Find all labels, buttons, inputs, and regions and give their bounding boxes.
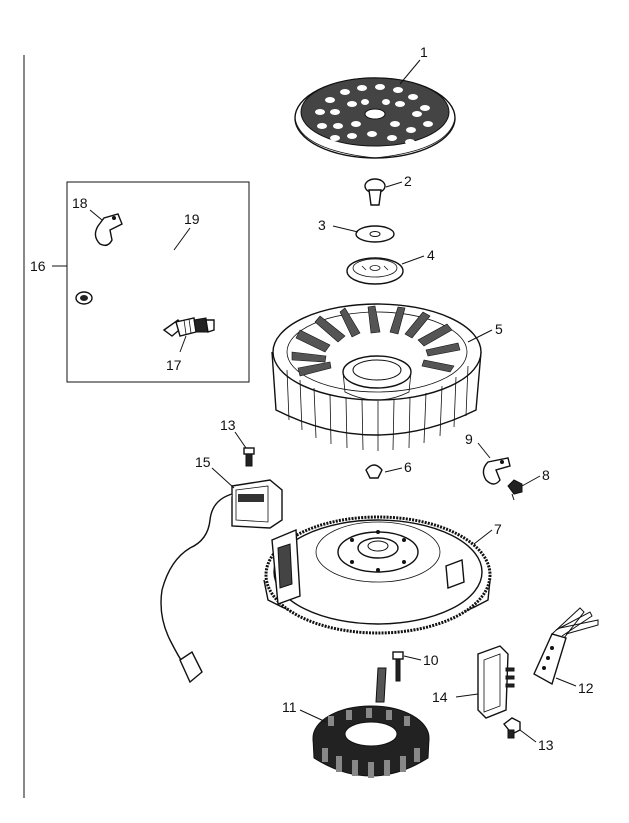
label-13b: 13 [538, 737, 554, 753]
part-17-spark-plug [162, 317, 215, 337]
label-11: 11 [282, 699, 297, 715]
part-9-clamp [482, 457, 511, 485]
leader-13a [234, 431, 247, 449]
leader-8 [521, 475, 541, 487]
part-6-key [365, 464, 383, 479]
label-9: 9 [465, 431, 473, 447]
leader-10 [403, 655, 422, 661]
part-8-screw [507, 479, 523, 501]
label-18: 18 [72, 195, 88, 211]
leader-6 [384, 467, 403, 473]
leader-7 [473, 529, 493, 545]
label-8: 8 [542, 467, 550, 483]
label-6: 6 [404, 459, 412, 475]
leader-14 [455, 693, 479, 698]
label-19: 19 [184, 211, 200, 227]
label-4: 4 [427, 247, 435, 263]
label-3: 3 [318, 217, 326, 233]
label-1: 1 [420, 44, 428, 60]
label-2: 2 [404, 173, 412, 189]
part-1-screen [294, 77, 456, 159]
part-2-rivet [364, 178, 386, 206]
leader-3 [332, 225, 359, 233]
part-11-stator [312, 667, 430, 778]
label-15: 15 [195, 454, 211, 470]
part-18-clip [94, 213, 123, 247]
leader-17 [179, 335, 187, 353]
part-13-screw-lower [503, 717, 521, 739]
leader-2 [385, 181, 403, 188]
part-12-connector [533, 607, 599, 686]
part-3-washer [355, 225, 395, 243]
leader-11 [299, 709, 327, 723]
label-12: 12 [578, 680, 594, 696]
label-16: 16 [30, 258, 46, 274]
part-14-regulator [477, 645, 515, 719]
part-13-bolt-upper [243, 447, 255, 467]
part-4-hub-plate [346, 257, 404, 285]
part-10-bolt [392, 651, 404, 682]
label-5: 5 [495, 321, 503, 337]
part-19-lead [75, 245, 236, 305]
leader-19 [173, 227, 191, 251]
leader-12 [555, 677, 577, 687]
part-7-flywheel [263, 515, 492, 635]
leader-5 [467, 329, 493, 343]
leader-9 [477, 442, 491, 459]
part-5-fan [271, 303, 482, 451]
label-7: 7 [494, 521, 502, 537]
leader-4 [401, 255, 425, 265]
leader-18 [89, 209, 103, 221]
label-10: 10 [423, 652, 439, 668]
part-15-ignition-module [160, 479, 283, 684]
label-14: 14 [432, 689, 448, 705]
leader-1 [399, 59, 421, 85]
kit-16-box [66, 181, 250, 383]
label-13a: 13 [220, 417, 236, 433]
label-17: 17 [166, 357, 182, 373]
leader-15 [211, 467, 235, 489]
leader-13b [519, 729, 537, 743]
